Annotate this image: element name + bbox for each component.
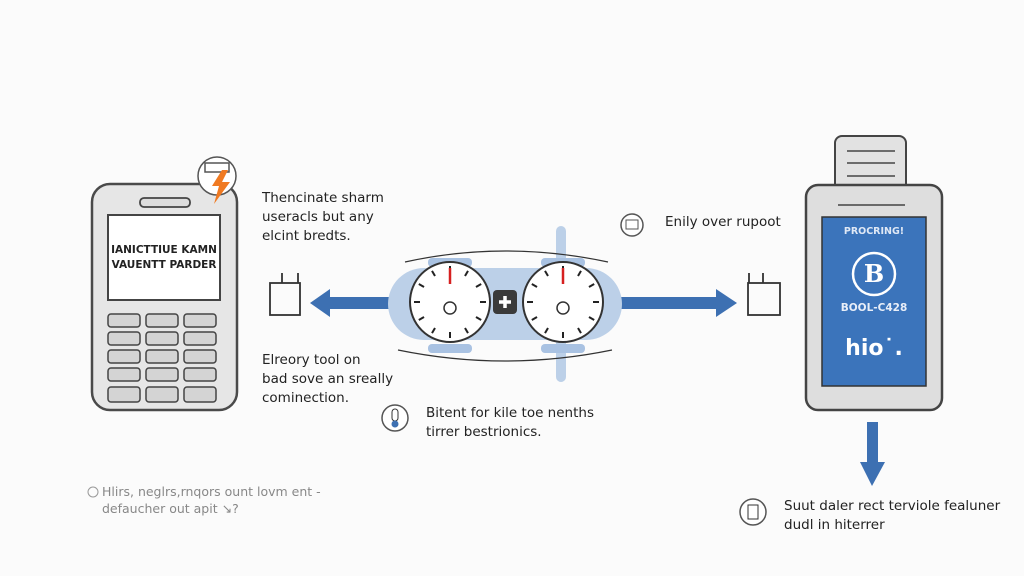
- arrow-left: [310, 289, 392, 317]
- callout-line: elcint bredts.: [262, 228, 351, 244]
- keypad-key: [183, 313, 217, 328]
- terminal-status: PROCRING!: [843, 226, 905, 237]
- phone-screen-text: IANICTTIUE KAMN VAUENTT PARDER: [108, 243, 220, 273]
- register-icon: [620, 213, 644, 237]
- callout-mid-left: Elreory tool on bad sove an sreally comi…: [262, 351, 393, 408]
- document-icon: [739, 498, 767, 526]
- callout-line: bad sove an sreally: [262, 371, 394, 387]
- right-battery-box-icon: [747, 273, 781, 316]
- keypad-key: [107, 367, 141, 382]
- callout-line: tirrer bestrionics.: [426, 424, 542, 440]
- screen-line: IANICTTIUE KAMN: [111, 244, 217, 256]
- callout-line: Bitent for kile toe nenths: [426, 405, 594, 421]
- left-phone: [90, 182, 239, 412]
- callout-line: defaucher out apit ↘?: [102, 501, 239, 516]
- keypad-key: [145, 349, 179, 364]
- keypad-key: [107, 313, 141, 328]
- terminal-brand: hio˙.: [845, 336, 903, 361]
- callout-line: Elreory tool on: [262, 352, 361, 368]
- screen-line: VAUENTT PARDER: [111, 259, 217, 271]
- keypad-key: [145, 313, 179, 328]
- keypad-key: [183, 386, 217, 403]
- coin-icon: [851, 251, 897, 297]
- callout-bottom-right: Suut daler rect terviole fealuner dudl i…: [784, 497, 1000, 535]
- keypad-key: [107, 331, 141, 346]
- keypad-key: [145, 331, 179, 346]
- keypad-key: [183, 367, 217, 382]
- coin-symbol: B: [863, 259, 885, 288]
- right-terminal: [804, 135, 944, 412]
- callout-line: Hlirs, neglrs,rnqors ount lovm ent -: [102, 484, 321, 499]
- callout-bottom-left: Hlirs, neglrs,rnqors ount lovm ent - def…: [102, 483, 321, 517]
- keypad-key: [145, 367, 179, 382]
- callout-line: Enily over rupoot: [665, 214, 781, 230]
- callout-line: useracls but any: [262, 209, 374, 225]
- terminal-code: BOOL-C428: [840, 302, 908, 314]
- keypad-key: [183, 349, 217, 364]
- keypad: [107, 313, 217, 403]
- keypad-key: [107, 349, 141, 364]
- lightning-icon: [197, 156, 237, 204]
- callout-top-right: Enily over rupoot: [665, 213, 781, 232]
- left-battery-box-icon: [269, 273, 301, 316]
- dual-gauge-assembly: [388, 226, 622, 382]
- callout-line: Thencinate sharm: [262, 190, 384, 206]
- callout-top-left: Thencinate sharm useracls but any elcint…: [262, 189, 384, 246]
- callout-line: Suut daler rect terviole fealuner: [784, 498, 1001, 514]
- callout-center-bottom: Bitent for kile toe nenths tirrer bestri…: [426, 404, 594, 442]
- keypad-key: [145, 386, 179, 403]
- hint-icon: [87, 486, 99, 498]
- arrow-down: [860, 422, 885, 486]
- callout-line: cominection.: [262, 390, 350, 406]
- keypad-key: [107, 386, 141, 403]
- keypad-key: [183, 331, 217, 346]
- thermometer-icon: [381, 404, 409, 432]
- arrow-right: [618, 289, 737, 317]
- callout-line: dudl in hiterrer: [784, 517, 885, 533]
